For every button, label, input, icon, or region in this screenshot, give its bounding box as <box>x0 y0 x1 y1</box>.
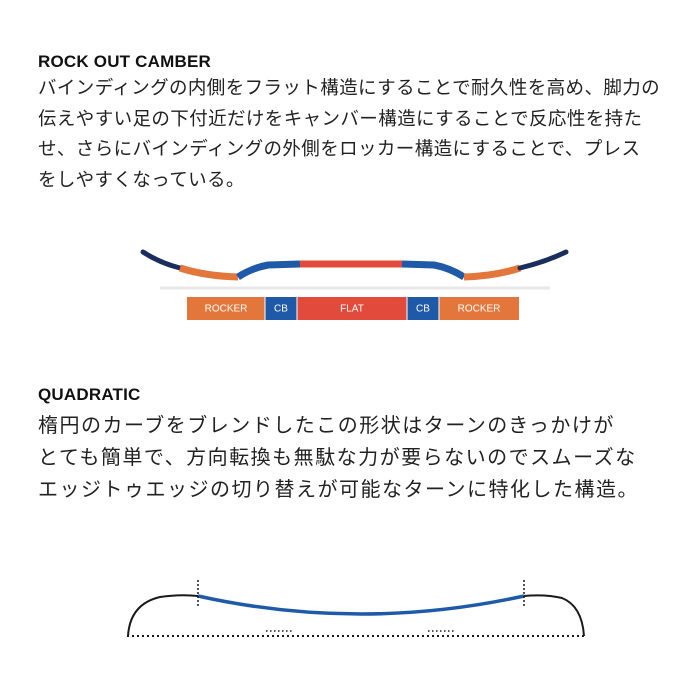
board-profile <box>140 249 569 281</box>
description-line: せ、さらにバインディングの外側をロッカー構造にすることで、プレス <box>38 139 641 160</box>
board-left-rocker <box>178 264 239 281</box>
description-line: をしやすくなっている。 <box>38 169 245 191</box>
board-left-camber <box>236 260 301 280</box>
quadratic-diagram <box>127 580 585 637</box>
board-right-camber <box>401 260 466 280</box>
segment-camber-left <box>265 297 297 320</box>
board-left-tip <box>127 594 199 637</box>
segment-label: CB <box>274 304 288 315</box>
segment-label: ROCKER <box>205 304 248 315</box>
description-line: エッジトゥエッジの切り替えが可能なターンに特化した構造。 <box>38 477 639 501</box>
board-right-rocker <box>463 264 522 281</box>
segment-rocker-left <box>187 297 265 320</box>
board-nose-tip <box>140 249 183 271</box>
board-tail-tip <box>517 249 569 271</box>
description-line: とても簡単で、方向転換も無駄な力が要らないのでスムーズな <box>38 445 637 469</box>
segment-label: FLAT <box>340 304 364 315</box>
rock-out-camber-heading: ROCK OUT CAMBER <box>38 52 211 71</box>
board-right-tip <box>523 594 585 637</box>
description-line: 楕円のカーブをブレンドしたこの形状はターンのきっかけが <box>38 413 615 437</box>
description-line: 伝えやすい足の下付近だけをキャンバー構造にすることで反応性を持た <box>38 108 643 130</box>
profile-segment-bar: ROCKER CB FLAT CB ROCKER <box>187 297 519 320</box>
description-line: バインディングの内側をフラット構造にすることで耐久性を高め、脚力の <box>38 78 661 99</box>
segment-flat <box>297 297 407 320</box>
segment-rocker-right <box>439 297 519 320</box>
segment-label: CB <box>416 304 430 315</box>
segment-label: ROCKER <box>458 304 501 315</box>
quadratic-heading: QUADRATIC <box>38 385 141 404</box>
segment-camber-right <box>407 297 439 320</box>
board-base-curve <box>197 594 525 616</box>
quadratic-description: 楕円のカーブをブレンドしたこの形状はターンのきっかけが とても簡単で、方向転換も… <box>38 409 678 505</box>
rock-out-camber-description: バインディングの内側をフラット構造にすることで耐久性を高め、脚力の 伝えやすい足… <box>38 74 678 196</box>
